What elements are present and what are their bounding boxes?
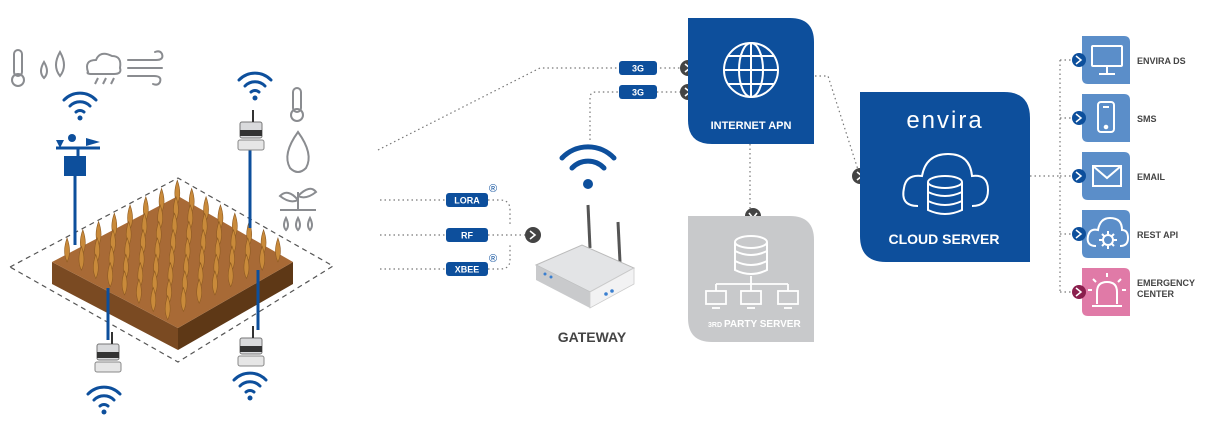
link-lora: LORA ® — [446, 183, 497, 207]
crop-plant — [150, 286, 157, 313]
crop-plant — [64, 237, 70, 263]
arrow-circle-icon — [1072, 285, 1086, 299]
crop-plant — [164, 294, 171, 321]
internet-apn-label: INTERNET APN — [711, 120, 792, 132]
thermometer-icon — [290, 87, 304, 122]
wifi-icon — [86, 385, 122, 415]
monitor-icon — [1091, 45, 1123, 75]
gateway-router: GATEWAY — [534, 144, 636, 345]
rf-label: RF — [461, 231, 473, 241]
arrow-circle-icon — [1072, 53, 1086, 67]
link-3g-label: 3G — [632, 88, 644, 98]
crop-plant — [78, 245, 85, 271]
output-label: EMAIL — [1137, 172, 1166, 182]
globe-icon — [723, 42, 779, 98]
soil-side-left — [52, 262, 178, 350]
cloud-gear-icon — [1086, 216, 1130, 249]
sensor-pole-bottom-right — [237, 270, 265, 367]
output-rest-api: REST API — [1072, 210, 1178, 258]
crop-plant — [93, 253, 99, 280]
link-xbee: XBEE ® — [446, 253, 497, 276]
output-envira-ds: ENVIRA DS — [1072, 36, 1186, 84]
crop-plant — [107, 261, 113, 288]
crop-plant — [196, 278, 202, 304]
drop-icon — [286, 130, 310, 173]
crop-rows — [64, 179, 281, 321]
arrow-circle-icon — [1072, 227, 1086, 241]
link-3g-bottom: 3G — [619, 85, 657, 99]
wind-icon — [127, 50, 164, 86]
crop-plant — [212, 270, 218, 296]
siren-icon — [1088, 273, 1126, 307]
link-rf: RF — [446, 228, 488, 242]
gateway-label: GATEWAY — [558, 329, 627, 345]
envira-logo: envira — [906, 107, 983, 134]
crop-plant — [121, 270, 128, 296]
crop-plant — [259, 245, 265, 271]
third-party-prefix: 3RD — [708, 322, 722, 329]
output-emergency-center: EMERGENCY CENTER — [1072, 268, 1195, 316]
third-party-server-box: 3RD PARTY SERVER — [688, 216, 814, 342]
cloud-database-icon — [902, 152, 990, 215]
sensor-pole-bottom-left — [94, 288, 122, 373]
wifi-icon — [232, 371, 268, 401]
droplets-icon — [40, 49, 65, 80]
xbee-label: XBEE — [455, 265, 480, 275]
rain-cloud-icon — [86, 52, 122, 85]
output-label: ENVIRA DS — [1137, 56, 1186, 66]
registered-mark: ® — [489, 183, 497, 195]
crop-plant — [275, 237, 281, 263]
internet-apn-box: INTERNET APN — [688, 18, 814, 144]
arrow-circle-icon — [1072, 111, 1086, 125]
crop-plant — [243, 253, 250, 280]
output-label: SMS — [1137, 114, 1157, 124]
field-boundary — [8, 177, 335, 363]
wifi-icon — [62, 91, 98, 121]
wifi-icon — [559, 144, 617, 189]
output-label: EMERGENCY — [1137, 278, 1195, 288]
output-email: EMAIL — [1072, 152, 1166, 200]
link-3g-top: 3G — [619, 61, 657, 75]
network-computers-icon — [705, 276, 799, 309]
crop-plant — [227, 261, 234, 288]
third-party-label: PARTY SERVER — [724, 319, 801, 330]
cloud-server-label: CLOUD SERVER — [889, 231, 1000, 247]
output-channels: ENVIRA DS SMS EMAIL — [1072, 36, 1195, 316]
smartphone-icon — [1097, 101, 1115, 133]
field-scene — [8, 49, 335, 415]
registered-mark: ® — [489, 253, 497, 265]
database-icon — [734, 235, 768, 275]
envelope-icon — [1092, 165, 1122, 187]
crop-plant — [136, 278, 142, 304]
crop-plant — [180, 286, 187, 313]
sensor-pole-top-right — [237, 110, 265, 228]
output-label: REST API — [1137, 230, 1178, 240]
arrow-circle-icon — [525, 227, 541, 243]
soil-side-right — [178, 262, 293, 350]
thermometer-icon — [11, 49, 25, 87]
output-label-line2: CENTER — [1137, 289, 1175, 299]
sprout-icon — [278, 187, 318, 232]
wifi-icon — [237, 71, 273, 101]
weather-station — [56, 134, 100, 245]
lora-label: LORA — [454, 196, 480, 206]
link-3g-label: 3G — [632, 64, 644, 74]
cloud-server-box: envira CLOUD SERVER — [860, 92, 1030, 262]
arrow-circle-icon — [1072, 169, 1086, 183]
output-sms: SMS — [1072, 94, 1157, 142]
